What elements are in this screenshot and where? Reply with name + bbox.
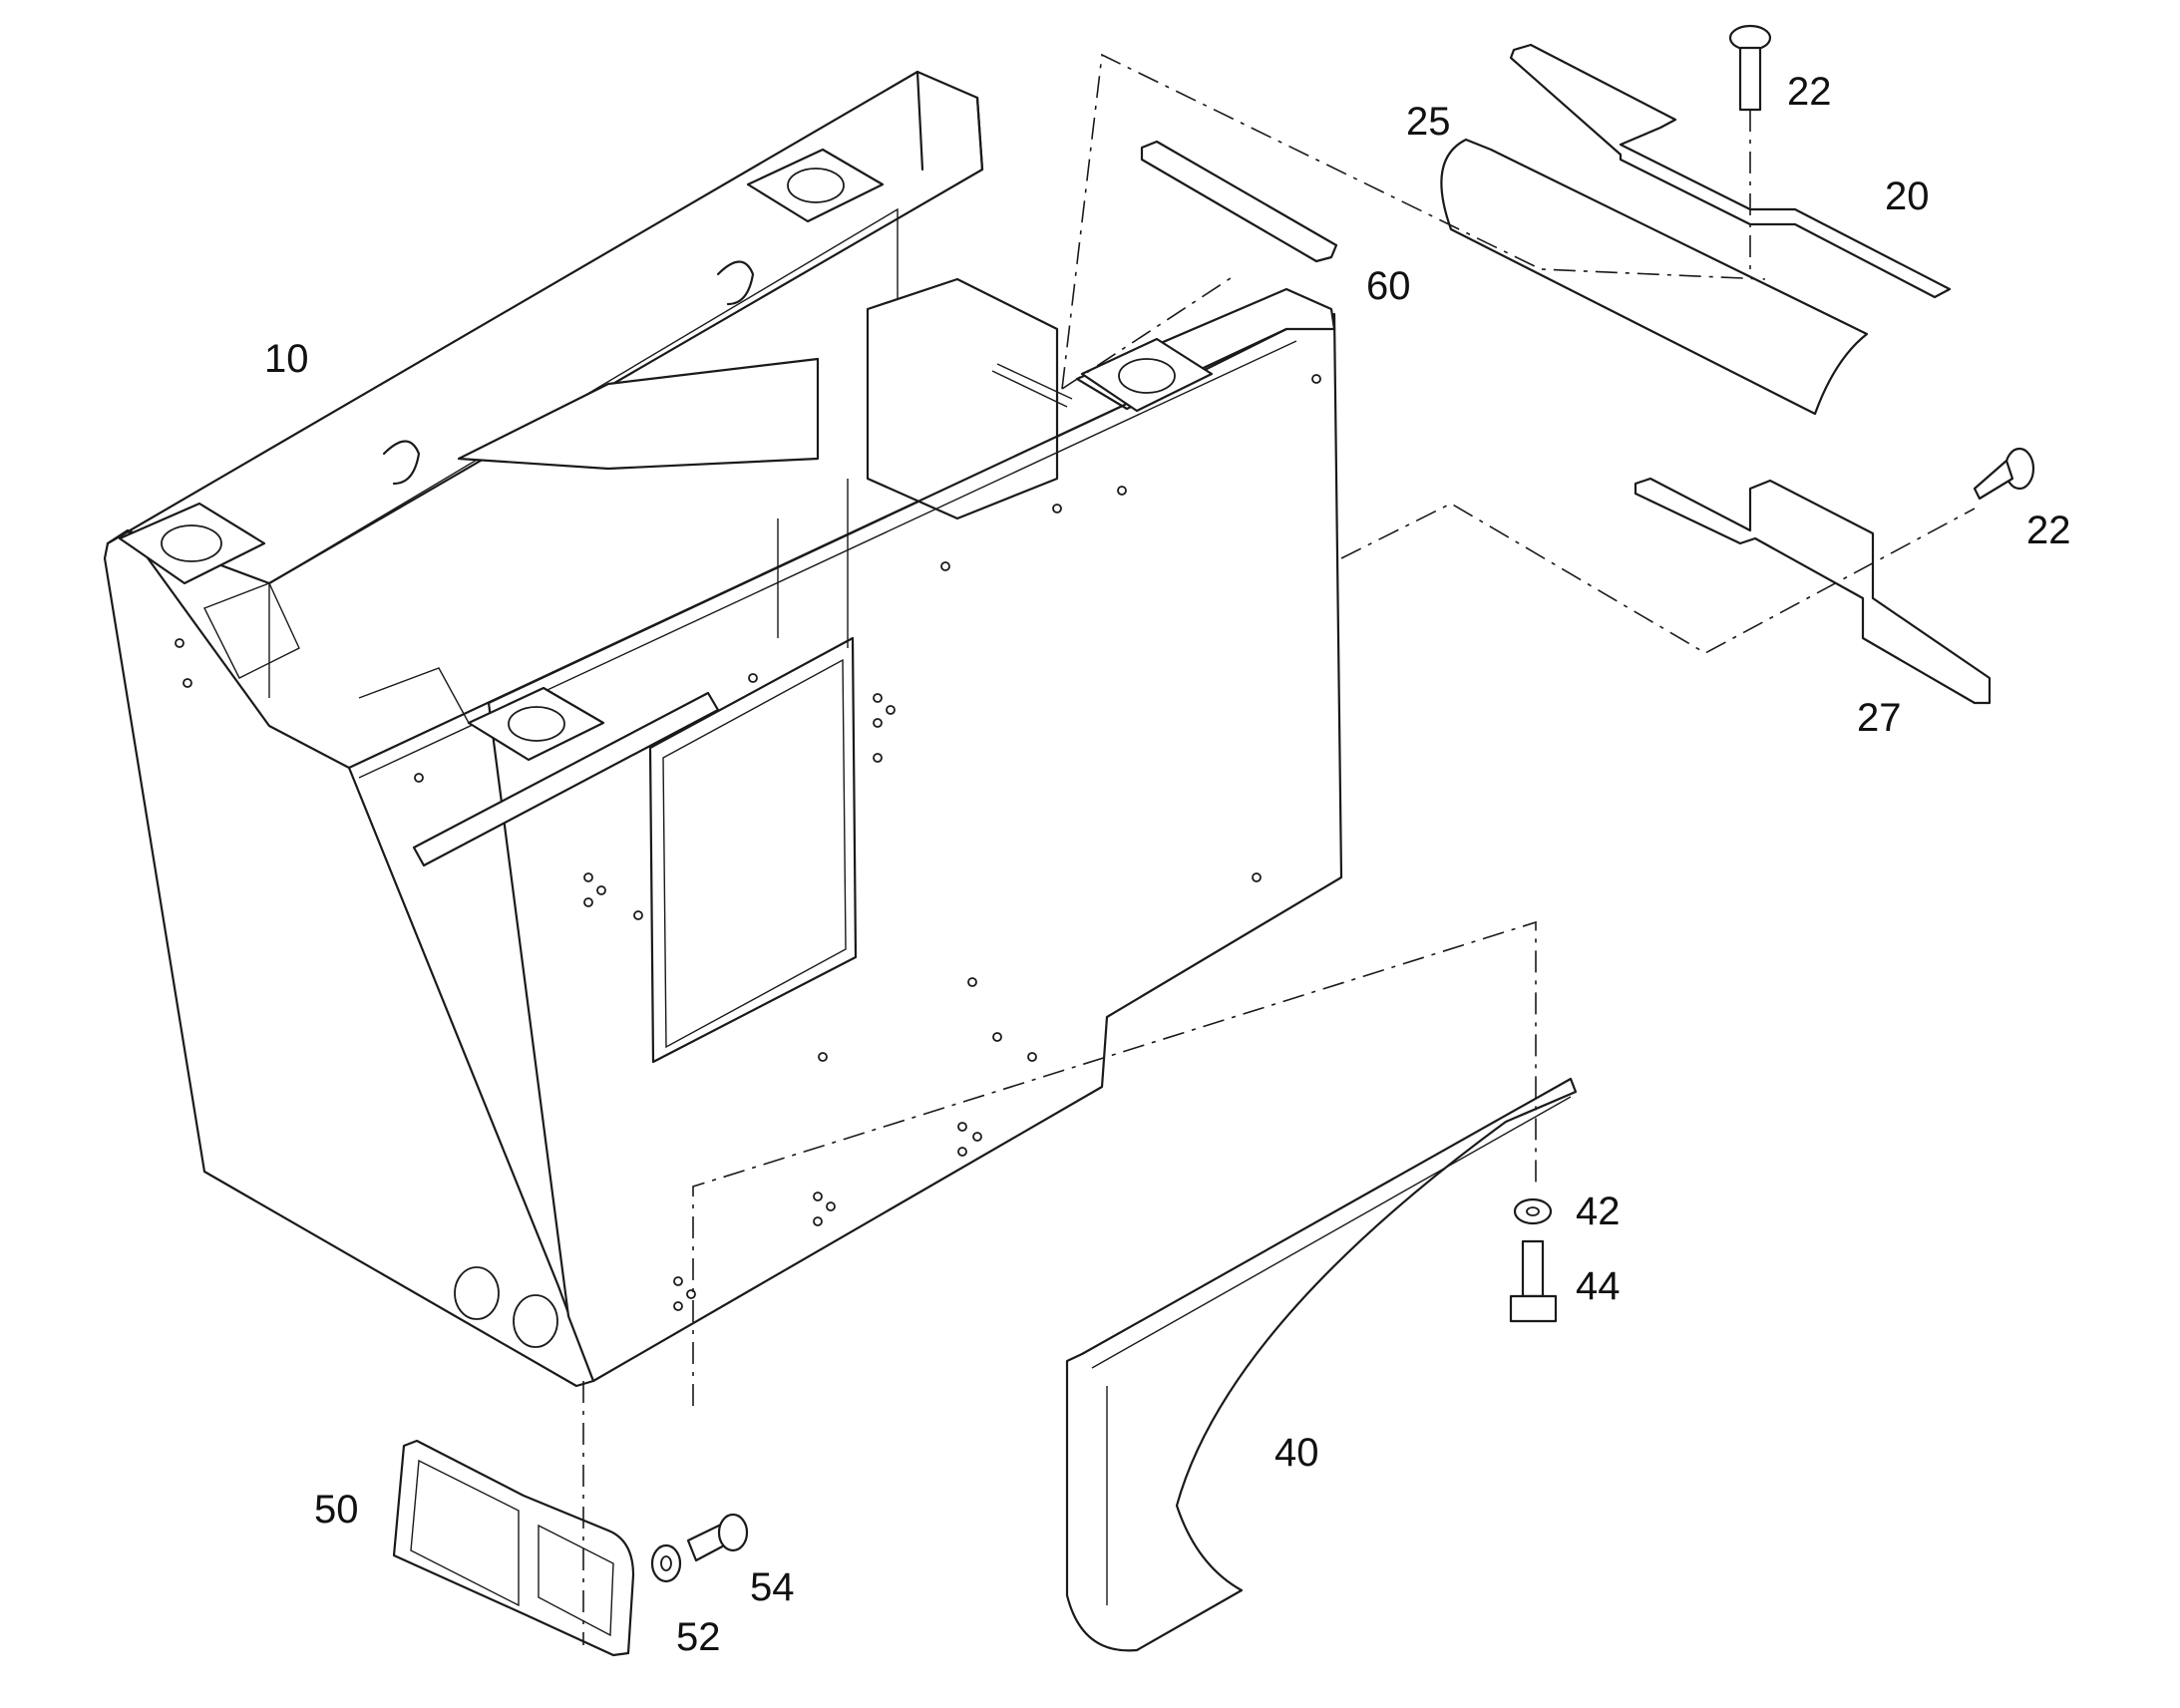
part-60-rail [1140,140,1338,263]
label-40: 40 [1274,1431,1319,1475]
label-20: 20 [1885,174,1930,218]
label-27: 27 [1857,696,1902,740]
part-44-bolt [1509,1239,1558,1323]
label-25: 25 [1406,100,1451,144]
part-10-cabinet [103,70,1343,1388]
label-42: 42 [1576,1190,1621,1233]
part-40-bottom-bracket [1065,1077,1578,1652]
assembly-lines [582,53,1976,1645]
label-22-top: 22 [1787,70,1832,114]
label-22-right: 22 [2026,509,2071,552]
label-52: 52 [676,1615,721,1659]
label-60: 60 [1366,264,1411,308]
part-52-washer [650,1543,682,1583]
part-54-bolt [686,1513,749,1562]
label-44: 44 [1576,1264,1621,1308]
part-22-screw-right [1973,447,2035,501]
part-50-plate [392,1439,635,1657]
part-42-washer [1513,1197,1553,1225]
part-22-screw-top [1728,24,1772,112]
part-27-bracket [1634,477,1992,705]
part-20-bracket [1509,43,1952,299]
part-25-curved-cover [1440,138,1869,416]
label-54: 54 [750,1565,795,1609]
label-50: 50 [314,1488,359,1532]
callout-labels: 10 20 22 22 25 27 40 42 44 50 52 54 60 [264,70,2071,1659]
label-10: 10 [264,337,309,381]
